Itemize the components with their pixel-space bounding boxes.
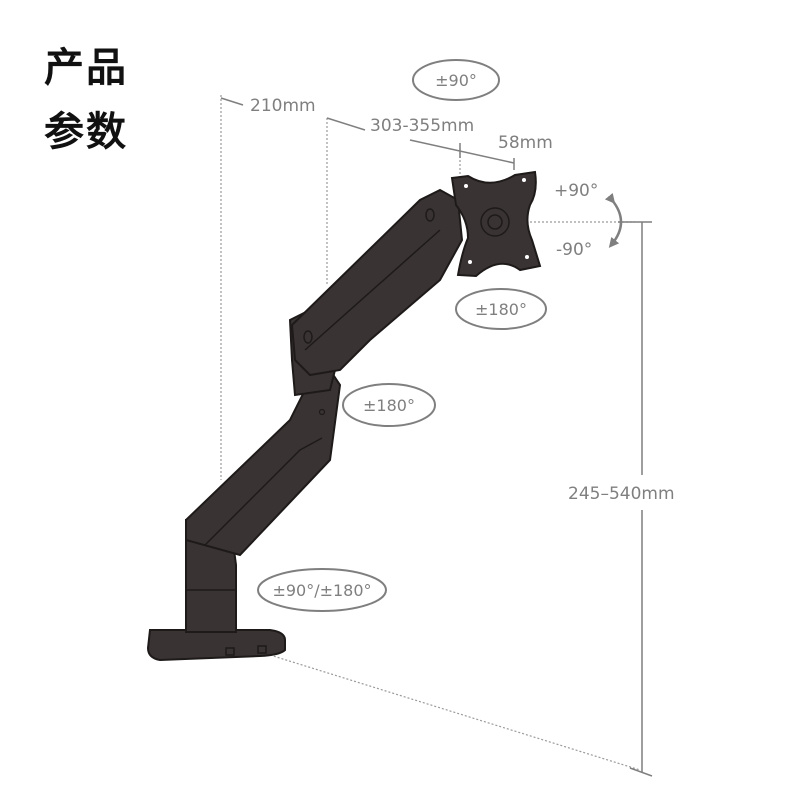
title-line-1: 产品 xyxy=(44,45,128,91)
vesa-plate xyxy=(450,170,542,278)
upper-arm xyxy=(290,188,464,377)
rotation-indicator-top xyxy=(412,59,500,101)
dim-first-arm: 210mm xyxy=(250,96,316,116)
title-line-2: 参数 xyxy=(44,109,128,155)
dimension-lines xyxy=(220,97,653,777)
rotation-top-label: ±90° xyxy=(435,71,477,90)
tilt-arrow-icon xyxy=(604,192,623,248)
clamp-base xyxy=(146,629,286,662)
dim-head-offset: 58mm xyxy=(498,133,553,153)
rotation-indicator-elbow xyxy=(342,383,436,427)
rotation-base-label: ±90°/±180° xyxy=(272,581,371,600)
tilt-up-label: +90° xyxy=(554,181,599,201)
rotation-head-label: ±180° xyxy=(475,300,527,319)
lower-arm xyxy=(185,368,342,557)
dim-second-arm: 303-355mm xyxy=(370,116,475,136)
rotation-indicator-base xyxy=(257,568,387,612)
tilt-down-label: -90° xyxy=(556,240,593,260)
rotation-indicator-head xyxy=(455,288,547,330)
rotation-elbow-label: ±180° xyxy=(363,396,415,415)
guide-lines xyxy=(220,95,641,771)
dim-height-range: 245–540mm xyxy=(568,484,675,504)
